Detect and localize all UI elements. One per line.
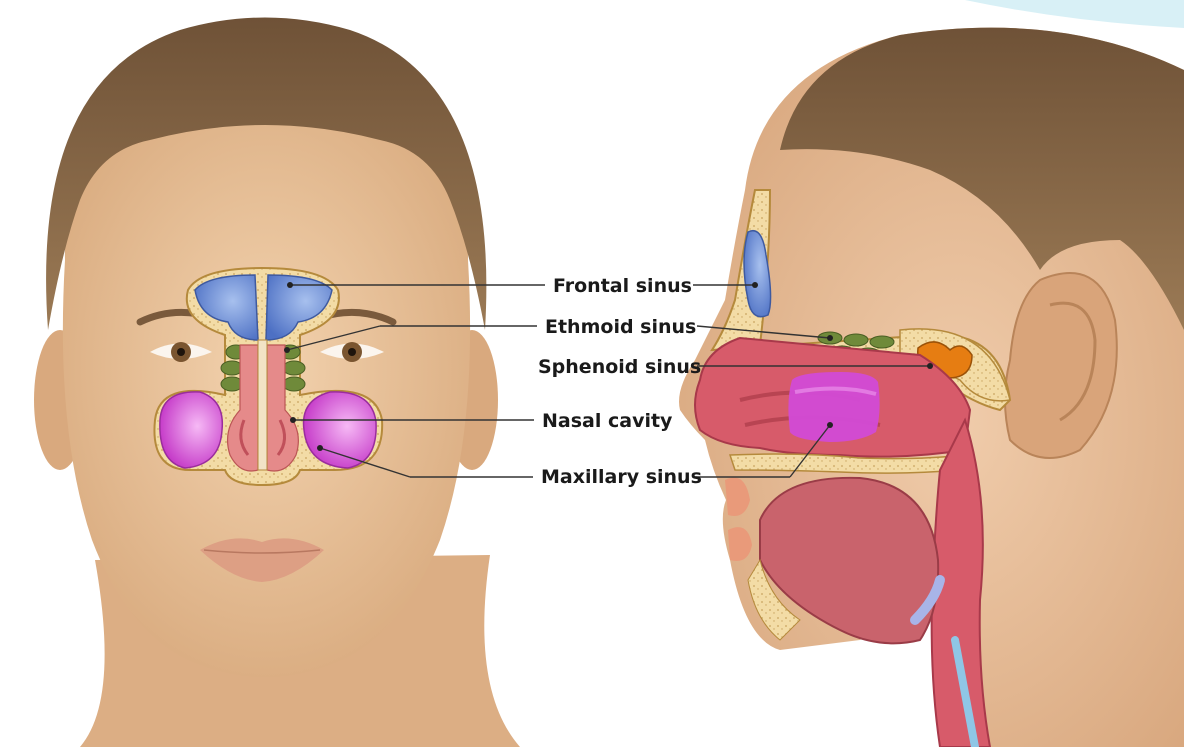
profile-head (679, 28, 1184, 747)
front-face (34, 18, 520, 747)
label-frontal-sinus: Frontal sinus (553, 275, 692, 297)
nasal-septum (258, 340, 267, 470)
label-maxillary-sinus: Maxillary sinus (541, 466, 702, 488)
label-ethmoid-sinus: Ethmoid sinus (545, 316, 696, 338)
profile-maxillary-sinus (788, 372, 879, 442)
front-maxillary-sinus-left (160, 392, 222, 468)
background-tint (965, 0, 1184, 28)
label-nasal-cavity: Nasal cavity (542, 410, 672, 432)
label-sphenoid-sinus: Sphenoid sinus (538, 356, 701, 378)
